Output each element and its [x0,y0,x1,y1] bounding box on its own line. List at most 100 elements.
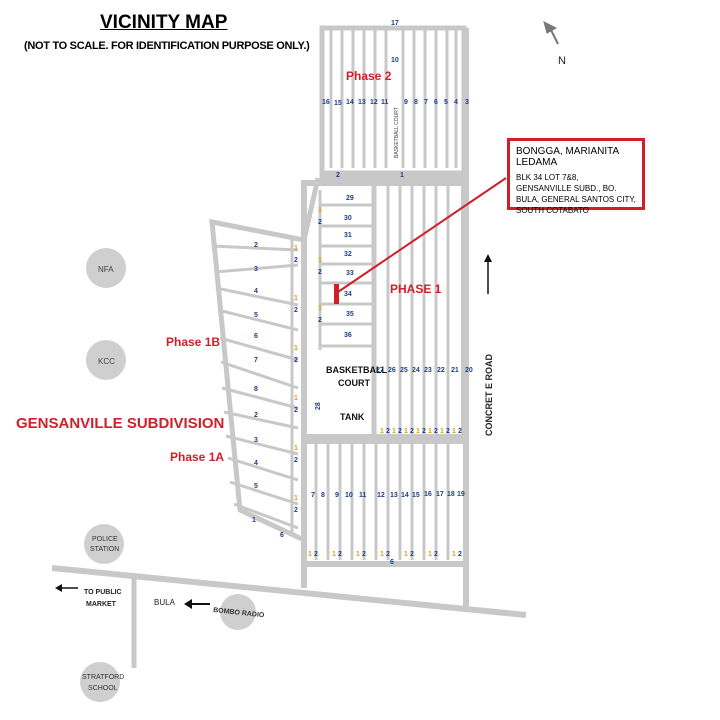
block-s18: 18 [447,491,455,498]
block-s17: 17 [436,491,444,498]
block-s11: 11 [359,492,367,499]
concrete-road-label: CONCRET E ROAD [484,353,494,436]
police-station-circle [84,524,124,564]
svg-text:1: 1 [294,345,298,352]
block-1a-1: 1 [252,517,256,524]
svg-text:2: 2 [410,551,414,558]
to-public-market-label-2: MARKET [86,601,117,608]
bula-label: BULA [154,598,176,607]
side-court-label: BASKETBALL COURT [394,107,400,158]
svg-text:2: 2 [434,428,438,435]
block-1b-3: 3 [254,266,258,273]
svg-text:2: 2 [318,317,322,324]
police-station-label-1: POLICE [92,536,118,543]
svg-text:1: 1 [440,428,444,435]
block-8: 8 [414,99,418,106]
svg-text:2: 2 [294,407,298,414]
block-1a-6: 6 [280,532,284,539]
block-12: 12 [370,99,378,106]
block-s6: 6 [390,559,394,566]
svg-text:1: 1 [308,551,312,558]
block-31: 31 [344,232,352,239]
svg-text:2: 2 [318,269,322,276]
owner-callout: BONGGA, MARIANITA LEDAMA BLK 34 LOT 7&8,… [507,138,645,215]
svg-text:2: 2 [446,428,450,435]
block-1b-6: 6 [254,333,258,340]
svg-text:2: 2 [386,428,390,435]
block-25: 25 [400,367,408,374]
block-s12: 12 [377,492,385,499]
map-subtitle: (NOT TO SCALE. FOR IDENTIFICATION PURPOS… [24,40,310,52]
to-public-market-label-1: TO PUBLIC [84,589,122,596]
svg-text:1: 1 [404,428,408,435]
block-5: 5 [444,99,448,106]
phase1b-label: Phase 1B [166,335,220,349]
svg-text:1: 1 [452,428,456,435]
block-1b-4: 4 [254,288,258,295]
svg-text:1: 1 [428,428,432,435]
phase2-numbers: 17 10 16 15 14 13 12 11 9 8 7 6 5 4 3 2 … [322,20,469,179]
block-30: 30 [344,215,352,222]
kcc-circle [86,340,126,380]
svg-text:1: 1 [294,495,298,502]
block-3: 3 [465,99,469,106]
basketball-court-label-1: BASKETBALL [326,365,387,375]
block-13: 13 [358,99,366,106]
lot-marker[interactable] [334,284,339,304]
block-21: 21 [451,367,459,374]
svg-text:1: 1 [294,245,298,252]
block-36: 36 [344,332,352,339]
phase1a-label: Phase 1A [170,450,224,464]
block-9: 9 [404,99,408,106]
svg-text:1: 1 [452,551,456,558]
block-s15: 15 [412,492,420,499]
svg-text:1: 1 [392,428,396,435]
block-2-p2: 2 [336,172,340,179]
south-numbers: 7 8 9 10 11 12 13 14 15 16 17 18 19 6 [311,491,465,566]
stratford-school-label-2: SCHOOL [88,685,118,692]
block-1b-5: 5 [254,312,258,319]
block-1b-8: 8 [254,386,258,393]
phase2-block [319,25,467,181]
block-11: 11 [381,99,389,106]
nfa-circle [86,248,126,288]
block-33: 33 [346,270,354,277]
bombo-radio-circle [220,594,256,630]
block-1b-2: 2 [254,242,258,249]
block-s7: 7 [311,492,315,499]
bula-arrow [184,599,210,609]
svg-text:1: 1 [380,428,384,435]
svg-text:2: 2 [294,257,298,264]
svg-text:2: 2 [314,551,318,558]
phase2-label: Phase 2 [346,69,392,83]
svg-text:1: 1 [318,207,322,214]
block-14: 14 [346,99,354,106]
callout-leader-line [337,177,507,293]
block-20: 20 [465,367,473,374]
svg-text:2: 2 [318,219,322,226]
basketball-court-label-2: COURT [338,378,370,388]
phase1-block [301,180,467,440]
svg-text:1: 1 [318,305,322,312]
south-block [301,438,469,567]
block-35: 35 [346,311,354,318]
to-public-market-arrow [55,584,78,592]
concrete-road-arrow [484,254,492,294]
block-6: 6 [434,99,438,106]
map-title: VICINITY MAP [100,12,228,33]
svg-text:1: 1 [294,395,298,402]
block-34: 34 [344,291,352,298]
block-32: 32 [344,251,352,258]
block-1a-5: 5 [254,483,258,490]
block-1-p2: 1 [400,172,404,179]
kcc-label: KCC [98,357,115,366]
block-s16: 16 [424,491,432,498]
svg-text:2: 2 [294,307,298,314]
owner-name: BONGGA, MARIANITA LEDAMA [516,146,619,168]
block-1a-2: 2 [254,412,258,419]
svg-text:2: 2 [294,507,298,514]
svg-text:1: 1 [380,551,384,558]
block-7: 7 [424,99,428,106]
